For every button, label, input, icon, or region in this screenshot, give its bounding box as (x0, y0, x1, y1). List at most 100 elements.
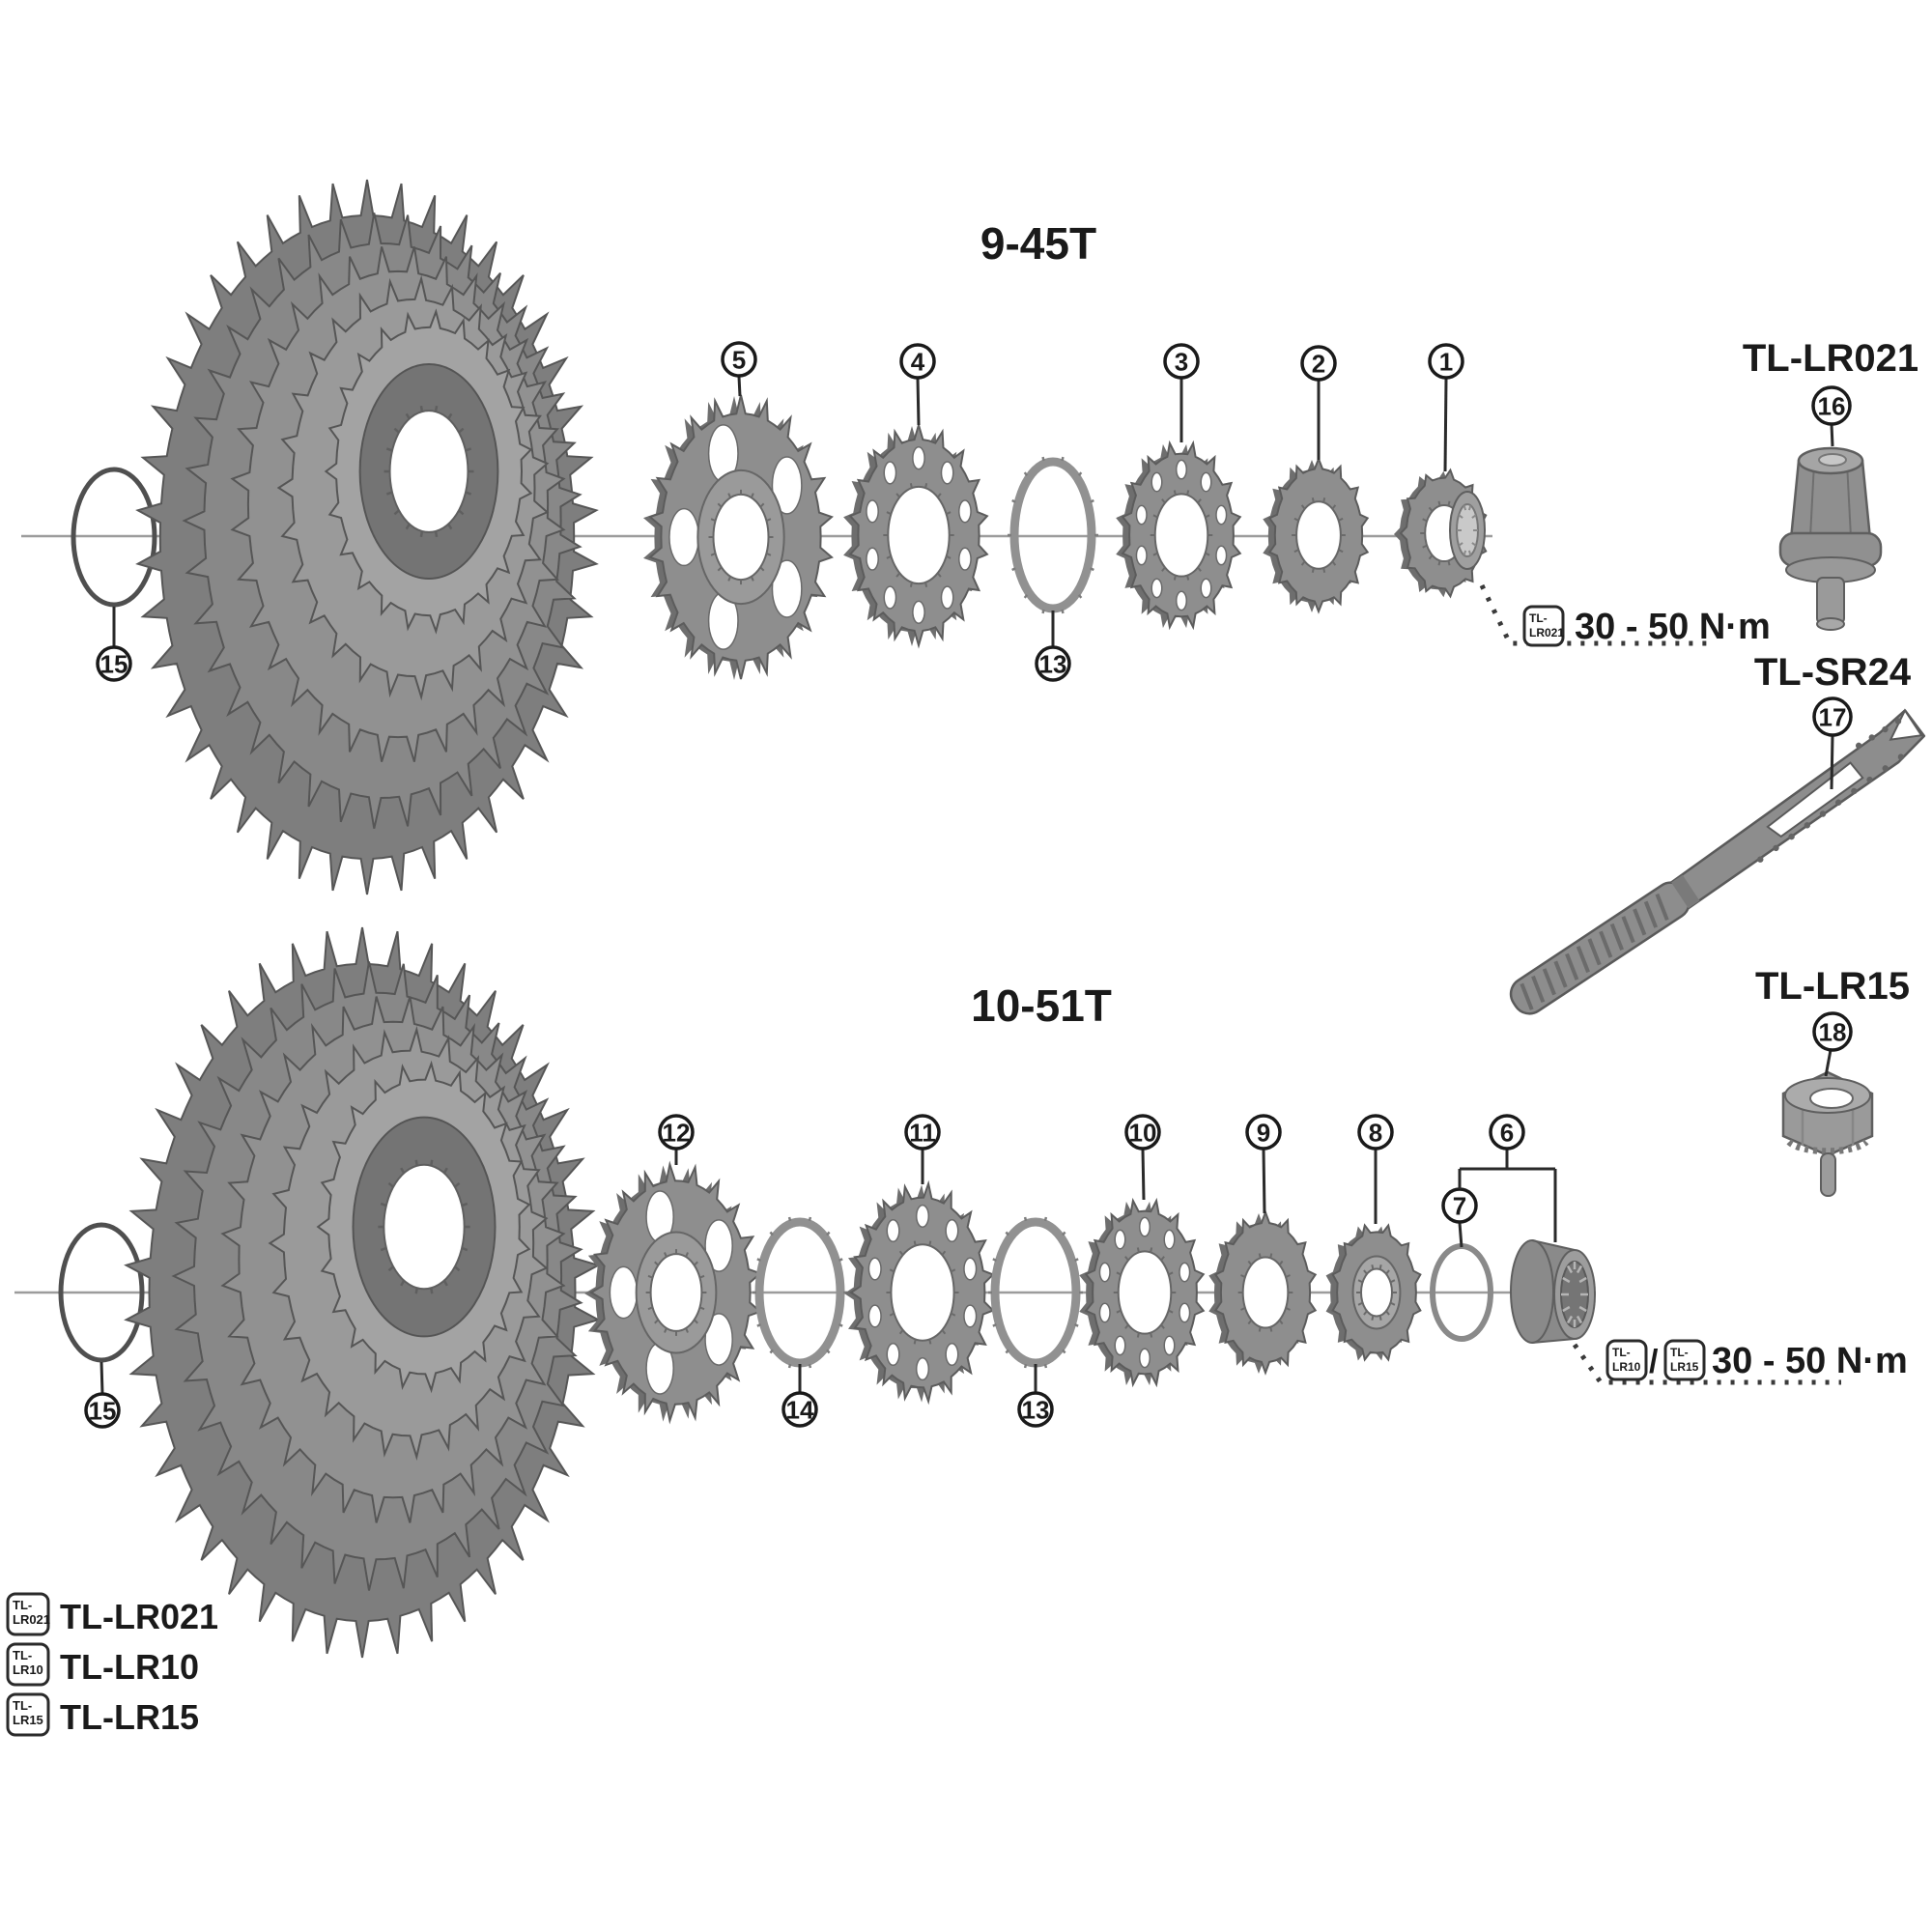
spline-tick (950, 1312, 956, 1317)
torque-leader-bottom (1572, 1343, 1841, 1385)
spline-tick (647, 1274, 653, 1279)
spline-tick (1160, 1323, 1165, 1329)
spline-tick (889, 1268, 895, 1273)
spline-tick (889, 1312, 895, 1317)
spline-tick (1437, 500, 1441, 506)
spline-tick (380, 1202, 387, 1208)
sprocket-1-with-lockring (1394, 468, 1488, 599)
chain-roller (1819, 810, 1827, 817)
spline-tick (1077, 471, 1083, 477)
spline-tick (1300, 560, 1306, 566)
spline-tick (1173, 575, 1177, 581)
callout-1: 1 (1428, 343, 1464, 472)
tool-tl-lr021 (1778, 446, 1883, 631)
callout-number: 1 (1439, 348, 1453, 377)
spline-tick (1023, 593, 1029, 599)
spline-tick (385, 447, 393, 452)
callout-9: 9 (1245, 1114, 1282, 1214)
spline-tick (1043, 1216, 1048, 1222)
callout-14: 14 (781, 1364, 818, 1428)
lightening-hole (963, 1257, 978, 1281)
spline-tick (750, 493, 754, 498)
spline-tick (886, 511, 892, 516)
lightening-hole (866, 499, 879, 524)
spline-tick (1467, 550, 1472, 555)
spline-tick (826, 1231, 831, 1236)
spline-tick (1300, 504, 1306, 510)
callout-number: 13 (1022, 1396, 1050, 1425)
sprocket-2 (1263, 456, 1370, 614)
callout-12: 12 (658, 1114, 695, 1165)
spline-tick (928, 1240, 932, 1246)
grip-rib (1633, 908, 1647, 936)
lightening-hole (1151, 578, 1163, 599)
spline-tick (1385, 1310, 1390, 1316)
tool-tl-lr15 (1781, 1070, 1874, 1197)
spline-tick (405, 523, 411, 530)
legend-badge-tl-lr021: TL-LR021 (6, 1592, 50, 1636)
lightening-hole (704, 1219, 733, 1272)
spline-tick (699, 1274, 705, 1279)
lightening-hole (945, 1218, 959, 1243)
callout-circle (904, 1114, 941, 1151)
callout-circle (96, 645, 132, 682)
legend-badge-tl-lr10: TL-LR10 (6, 1642, 50, 1687)
spline-tick (1576, 1315, 1583, 1324)
spline-tick (1447, 500, 1451, 506)
spline-tick (1458, 542, 1463, 547)
spline-tick (1322, 497, 1326, 503)
lightening-hole (945, 1342, 959, 1367)
spline-tick (1338, 517, 1344, 522)
seal-oring (71, 467, 157, 608)
spline-tick (1152, 514, 1158, 519)
chain-roller (1804, 822, 1811, 829)
callout-number: 12 (663, 1119, 691, 1148)
spline-tick (1186, 575, 1190, 581)
lightening-hole (704, 1313, 733, 1366)
spline-tick (1062, 1231, 1066, 1236)
legend-label-tl-lr15: TL-LR15 (60, 1697, 199, 1737)
lightening-hole (771, 456, 803, 515)
bore (887, 485, 951, 585)
hub-bore (388, 410, 469, 533)
lightening-hole (958, 499, 972, 524)
callout-leader (1141, 1149, 1146, 1201)
callout-circle (781, 1391, 818, 1428)
spline-tick (447, 412, 453, 420)
lightening-hole (1138, 1348, 1151, 1369)
lightening-hole (1135, 545, 1148, 566)
spline-tick (1061, 609, 1065, 614)
spline-tick (1285, 1274, 1291, 1279)
spline-tick (1240, 1306, 1246, 1311)
spline-tick (1011, 498, 1016, 503)
spline-tick (1566, 1315, 1574, 1324)
spline-tick (454, 1181, 461, 1188)
lightening-hole (1175, 459, 1188, 480)
chain-roller (1851, 787, 1858, 795)
callout-number: 8 (1369, 1119, 1382, 1148)
spline-tick (727, 576, 732, 582)
spline-tick (787, 1216, 792, 1222)
grip-rib (1599, 930, 1613, 958)
spline-tick (1041, 609, 1045, 614)
spline-tick (1576, 1264, 1583, 1274)
spline-tick (756, 1322, 761, 1327)
callout-circle (658, 1114, 695, 1151)
callout-7: 7 (1441, 1187, 1478, 1248)
tool-tl-sr24 (1509, 708, 1926, 1015)
callout-leader (737, 376, 742, 397)
knurl (1786, 1139, 1869, 1155)
spline-tick (1278, 1319, 1284, 1325)
callout-number: 18 (1819, 1018, 1847, 1047)
callout-leader (1830, 734, 1834, 790)
chain-roller (1834, 799, 1842, 806)
spline-tick (1197, 498, 1202, 504)
spline-tick (1074, 1322, 1079, 1327)
section-title-10-51t: 10-51T (971, 980, 1112, 1031)
sprocket-unit-12 (584, 1160, 762, 1425)
spline-tick (1463, 550, 1467, 555)
spline-tick (838, 1322, 843, 1327)
spline-tick (727, 493, 732, 498)
lightening-hole (866, 547, 879, 571)
sprocket-11 (844, 1179, 995, 1406)
